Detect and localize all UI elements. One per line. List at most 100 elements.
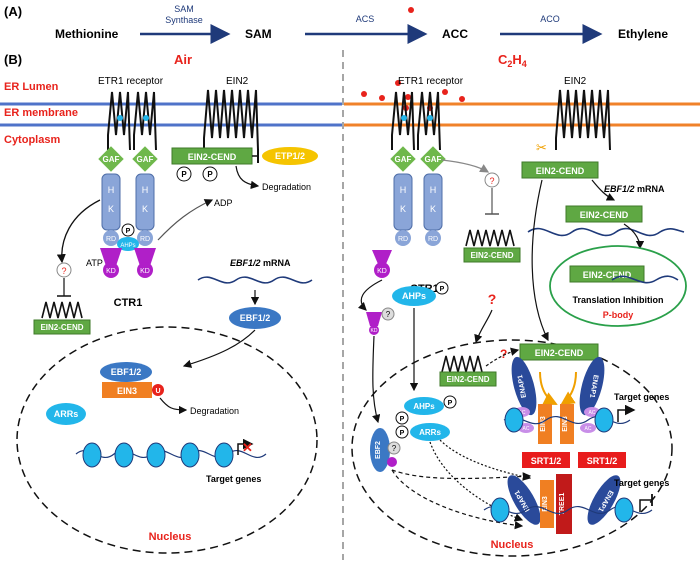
ein2-cend-box [33, 319, 91, 335]
phosphate-label: P [126, 228, 131, 235]
phosphate-label: P [400, 430, 405, 437]
air-label: Air [174, 52, 192, 67]
kd-to-nucleus-arrow [372, 335, 381, 424]
gaf-label: GAF [425, 155, 442, 164]
transcription-blocked-arrow [639, 499, 652, 512]
target-genes-label-left: Target genes [206, 474, 261, 484]
ein2-cend-box-complex [519, 343, 599, 361]
tree1-box [556, 474, 572, 534]
ahps-oval-nucleus [404, 397, 444, 415]
nucleosome [82, 442, 102, 468]
transcription-start-arrow [237, 438, 254, 455]
ebf-to-nucleus-arrow [182, 329, 256, 368]
ethylene-label: Ethylene [618, 27, 668, 41]
rd-label: RD [140, 236, 150, 243]
rd-label: RD [428, 236, 438, 243]
ein2-cend-label: EIN2-CEND [470, 251, 513, 260]
kd-domain [103, 262, 119, 278]
aco-label: ACO [540, 14, 560, 24]
hk-label-h: H [400, 185, 407, 195]
rd-label: RD [106, 236, 116, 243]
unknown-factor-q: ? [386, 310, 391, 319]
kd-label: KD [140, 268, 150, 275]
etr1-receptor-label-right: ETR1 receptor [398, 76, 464, 87]
ein2-cend-box [463, 247, 521, 263]
etr1-transmembrane-left-a [107, 91, 131, 151]
unknown-factor [56, 262, 72, 278]
ein3-box [102, 382, 152, 398]
c2h4-label: C2H4 [498, 52, 527, 69]
kd-label: KD [377, 268, 387, 275]
ebf12-mrna-wave-right [527, 227, 685, 237]
unknown-factor [484, 172, 500, 188]
ein2-cend-label: EIN2-CEND [40, 323, 83, 332]
ebf12-oval-nucleus [100, 362, 152, 382]
unknown-factor [381, 307, 395, 321]
target-genes-label-right-bottom: Target genes [614, 478, 669, 488]
ein2-cend-box-pbody [569, 265, 645, 283]
ein3-box [538, 404, 552, 444]
gaf-label: GAF [395, 155, 412, 164]
ebf12-mrna-label-right: EBF1/2 mRNA [604, 184, 665, 194]
phosphate [435, 281, 449, 295]
hk-domain [393, 173, 413, 231]
copper-dot [143, 115, 149, 121]
ahps-oval [117, 237, 139, 251]
hk-domain [135, 173, 155, 231]
ahps-oval [392, 286, 436, 306]
tree1-label: TREE1 [559, 493, 566, 516]
atp-to-adp-arrow [157, 199, 214, 241]
kd-domain [137, 262, 153, 278]
panel-a-label: (A) [4, 4, 22, 19]
hk-label-k: K [400, 204, 406, 214]
cytoplasm-label: Cytoplasm [4, 134, 60, 146]
srt12-box [578, 452, 626, 468]
to-pbody-arrow [623, 223, 645, 250]
ein2-cend-label: EIN2-CEND [583, 270, 632, 280]
kd-fragment [366, 312, 382, 326]
phosphate-label: P [400, 416, 405, 423]
etr1-transmembrane-right-a [391, 91, 415, 151]
etr1-transmembrane-right-b [417, 91, 441, 151]
ethylene-molecule [361, 91, 367, 97]
ethylene-molecule [442, 89, 448, 95]
ebf12-label: EBF1/2 [111, 367, 142, 377]
transcription-active-arrow [617, 404, 636, 422]
ein2-cend-label: EIN2-CEND [580, 210, 629, 220]
kd-domain [387, 457, 397, 467]
phosphate [121, 223, 135, 237]
recruitment-arrow [560, 371, 577, 406]
gaf-to-unknown-arrow [441, 159, 490, 173]
er-lumen-label: ER Lumen [4, 81, 59, 93]
kd-label: KD [106, 268, 116, 275]
dashed-to-cend-arrow [485, 347, 520, 367]
cend-to-nucleus-arrow [531, 179, 549, 342]
ubiquitin-label: U [155, 388, 160, 395]
ethylene-molecule [459, 96, 465, 102]
ebf2-dashed-arrow-2 [391, 469, 524, 530]
nucleus-label-left: Nucleus [149, 531, 192, 543]
ein2-cend-label: EIN2-CEND [536, 166, 585, 176]
srt12-label: SRT1/2 [531, 456, 562, 466]
enap1-oval [579, 356, 605, 416]
rd-domain [395, 230, 411, 246]
nucleosome [614, 497, 634, 523]
kd-domain [374, 262, 390, 278]
hk-label-k: K [108, 204, 114, 214]
phosphate [395, 411, 409, 425]
enap1-label: ENAP1 [588, 374, 599, 398]
nucleosome [180, 442, 200, 468]
kd-cleavage-arrow [357, 279, 383, 311]
acs-label: ACS [356, 14, 375, 24]
nucleus-label-right: Nucleus [491, 539, 534, 551]
degradation-label-top: Degradation [262, 182, 311, 192]
panel-a: (A) Methionine SAM Synthase SAM ACS ACC … [4, 4, 668, 44]
ahps-label: AHPs [402, 291, 426, 301]
ebf2-label: EBF2 [375, 441, 382, 459]
unknown-factor-q: ? [61, 266, 66, 276]
nucleosome [594, 407, 614, 433]
phosphate [443, 395, 457, 409]
etr1-receptor-label-left: ETR1 receptor [98, 76, 164, 87]
